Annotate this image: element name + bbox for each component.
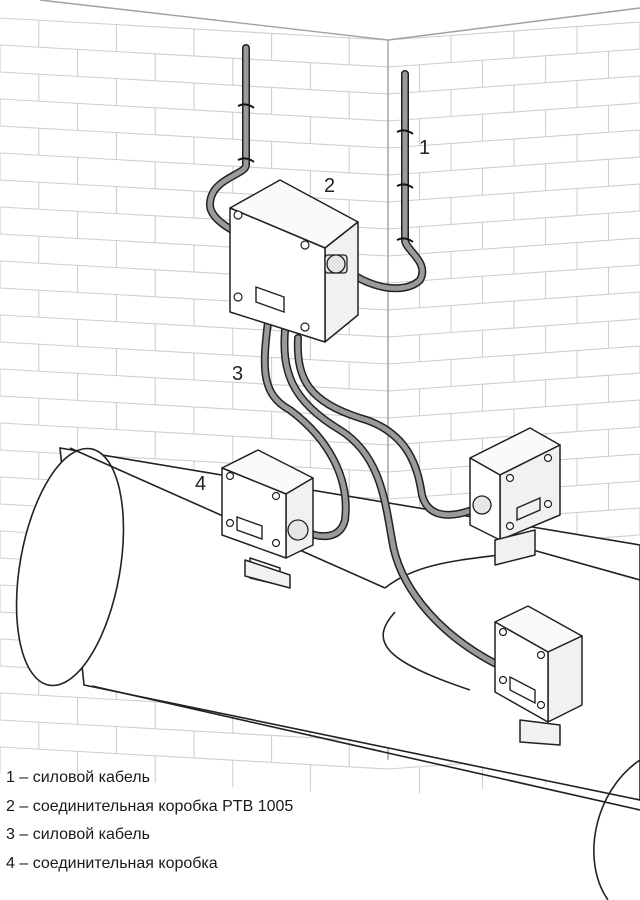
callout-3: 3	[232, 363, 243, 385]
callout-1: 1	[419, 137, 430, 159]
legend-item-2: 2 – соединительная коробка PTB 1005	[6, 797, 294, 815]
junction-box-pipe-right-upper	[469, 427, 561, 566]
legend-item-1: 1 – силовой кабель	[6, 769, 150, 786]
legend-item-4: 4 – соединительная коробка	[6, 854, 218, 872]
junction-box-pipe-left	[221, 449, 314, 589]
junction-box-main	[229, 179, 359, 343]
cables	[206, 44, 502, 669]
legend: 1 – силовой кабель 2 – соединительная ко…	[6, 764, 626, 878]
callout-4: 4	[195, 473, 206, 495]
callout-2: 2	[324, 175, 335, 197]
wall-top-edge	[39, 0, 640, 41]
junction-box-pipe-right-lower	[494, 605, 583, 746]
legend-item-3: 3 – силовой кабель	[6, 826, 150, 843]
cable-ties	[237, 103, 414, 243]
